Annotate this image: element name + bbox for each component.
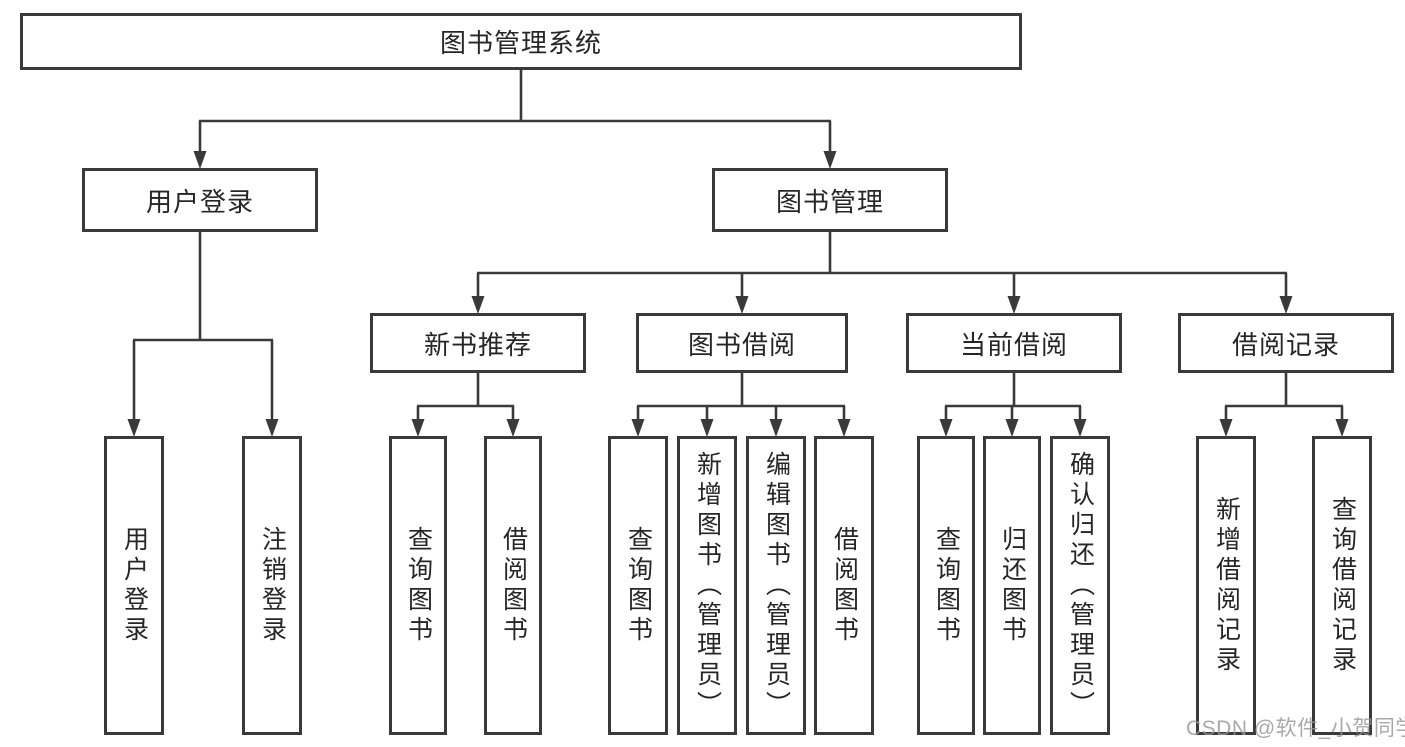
leaf-query-books-current: 查询图书: [917, 436, 975, 735]
node-label: 借阅记录: [1231, 329, 1340, 360]
leaf-query-borrow-record: 查询借阅记录: [1312, 436, 1372, 735]
leaf-query-books-borrow: 查询图书: [608, 436, 668, 735]
node-user-login: 用户登录: [82, 168, 318, 232]
node-label: 查询借阅记录: [1328, 495, 1357, 676]
node-new-book-recommend: 新书推荐: [370, 313, 586, 373]
node-current-borrowing: 当前借阅: [906, 313, 1122, 373]
node-label: 注销登录: [258, 525, 287, 646]
leaf-borrow-books-recommend: 借阅图书: [484, 436, 542, 735]
node-label: 用户登录: [120, 525, 149, 646]
node-label: 新增图书（管理员）: [693, 450, 722, 721]
node-label: 新书推荐: [423, 329, 532, 360]
node-label: 当前借阅: [959, 329, 1068, 360]
leaf-borrow-books: 借阅图书: [814, 436, 874, 735]
node-label: 图书管理: [775, 186, 884, 217]
leaf-add-borrow-record: 新增借阅记录: [1196, 436, 1256, 735]
node-label: 用户登录: [145, 186, 254, 217]
node-label: 归还图书: [998, 525, 1027, 646]
node-borrowing-records: 借阅记录: [1178, 313, 1394, 373]
node-label: 查询图书: [932, 525, 961, 646]
node-label: 借阅图书: [499, 525, 528, 646]
leaf-add-books-admin: 新增图书（管理员）: [677, 436, 737, 735]
leaf-return-books: 归还图书: [983, 436, 1041, 735]
node-label: 图书借阅: [687, 329, 796, 360]
node-label: 新增借阅记录: [1212, 495, 1241, 676]
node-label: 借阅图书: [830, 525, 859, 646]
node-label: 确认归还（管理员）: [1066, 450, 1095, 721]
leaf-edit-books-admin: 编辑图书（管理员）: [746, 436, 806, 735]
node-book-borrowing: 图书借阅: [636, 313, 848, 373]
leaf-user-login: 用户登录: [104, 436, 164, 735]
node-label: 图书管理系统: [439, 28, 602, 58]
node-label: 查询图书: [404, 525, 433, 646]
leaf-confirm-return-admin: 确认归还（管理员）: [1050, 436, 1110, 735]
leaf-logout: 注销登录: [242, 436, 302, 735]
node-label: 查询图书: [624, 525, 653, 646]
node-book-management: 图书管理: [712, 168, 948, 232]
csdn-watermark: CSDN @软件_小贺同学: [1186, 717, 1405, 740]
node-label: 编辑图书（管理员）: [762, 450, 791, 721]
leaf-query-books-recommend: 查询图书: [389, 436, 447, 735]
node-library-management-system: 图书管理系统: [20, 13, 1022, 70]
